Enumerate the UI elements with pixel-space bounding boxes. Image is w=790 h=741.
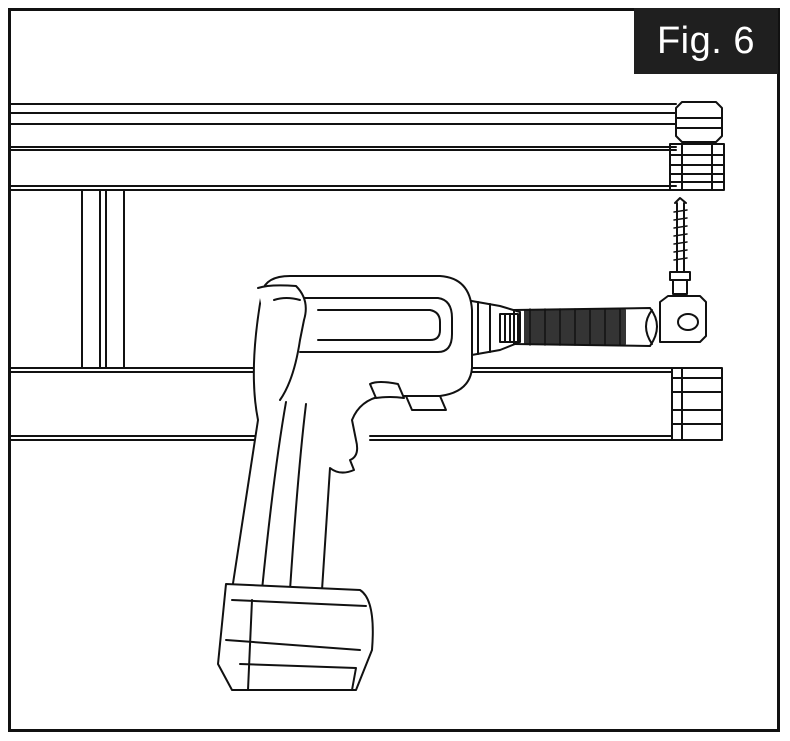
- rail-end-cap-icon: [669, 101, 725, 191]
- vertical-post: [81, 189, 125, 369]
- screw-icon: [669, 197, 691, 295]
- figure-label: Fig. 6: [634, 8, 778, 74]
- upper-rail: [10, 103, 677, 191]
- lower-rail: [10, 367, 723, 441]
- cordless-drill-icon: [217, 275, 473, 691]
- drill-chuck: [465, 299, 521, 357]
- right-angle-attachment-icon: [513, 295, 707, 347]
